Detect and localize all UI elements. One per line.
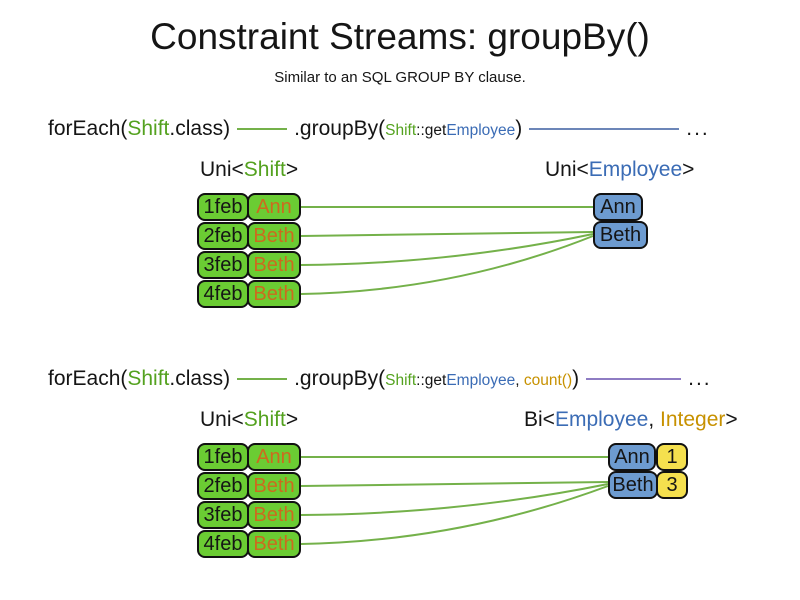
employee-group-box: Ann	[593, 193, 643, 221]
d2-line-row2-to-beth	[300, 481, 609, 487]
uni-employee-label: Uni<Employee>	[545, 158, 694, 182]
label-post: >	[285, 158, 299, 181]
shift-date-cell: 2feb	[197, 222, 249, 250]
shift-date-cell: 2feb	[197, 472, 249, 500]
label-post: >	[285, 408, 299, 431]
shift-date-cell: 1feb	[197, 193, 249, 221]
key-type: Employee	[446, 372, 516, 389]
continuation-ellipsis: ...	[686, 117, 710, 140]
label-comma: ,	[648, 408, 660, 431]
label-pre: Uni<	[545, 158, 589, 181]
code-line-groupby-count: forEach(Shift.class) .groupBy(Shift::get…	[48, 367, 712, 391]
key-type: Employee	[446, 122, 516, 139]
label-type1: Employee	[554, 408, 649, 431]
shift-employee-cell: Beth	[247, 472, 301, 500]
shift-employee-cell: Beth	[247, 530, 301, 558]
employee-group-box: Ann	[608, 443, 656, 471]
label-post: >	[725, 408, 738, 431]
shift-employee-cell: Beth	[247, 280, 301, 308]
d1-line-row2-to-beth	[300, 231, 594, 237]
count-collector: count()	[523, 372, 573, 389]
shift-class-arg: Shift	[127, 117, 170, 140]
key-class: Shift	[385, 372, 417, 389]
shift-date-cell: 4feb	[197, 530, 249, 558]
label-type: Shift	[243, 158, 286, 181]
foreach-call: forEach(	[48, 367, 128, 390]
d2-line-row3-to-beth	[300, 483, 609, 516]
class-suffix: .class)	[169, 367, 231, 390]
label-pre: Uni<	[200, 158, 244, 181]
stream-connector-green	[237, 128, 288, 130]
stream-connector-blue	[529, 128, 680, 130]
shift-date-cell: 3feb	[197, 501, 249, 529]
shift-employee-cell: Ann	[247, 193, 301, 221]
label-post: >	[682, 158, 695, 181]
shift-date-cell: 1feb	[197, 443, 249, 471]
groupby-close: )	[515, 117, 523, 140]
d1-line-row4-to-beth	[300, 235, 594, 295]
continuation-ellipsis: ...	[688, 367, 712, 390]
arg-comma: ,	[515, 372, 524, 389]
code-line-groupby: forEach(Shift.class) .groupBy(Shift::get…	[48, 117, 710, 141]
stream-connector-purple	[586, 378, 682, 380]
uni-shift-label: Uni<Shift>	[200, 408, 298, 432]
shift-employee-cell: Beth	[247, 222, 301, 250]
label-type2: Integer	[660, 408, 726, 431]
key-method: ::get	[416, 372, 447, 389]
slide-title: Constraint Streams: groupBy()	[150, 16, 650, 57]
groupby-call: .groupBy(	[294, 117, 386, 140]
stream-connector-green	[237, 378, 288, 380]
shift-employee-cell: Beth	[247, 251, 301, 279]
shift-employee-cell: Ann	[247, 443, 301, 471]
count-box: 3	[656, 471, 688, 499]
class-suffix: .class)	[169, 117, 231, 140]
shift-class-arg: Shift	[127, 367, 170, 390]
count-box: 1	[656, 443, 688, 471]
label-pre: Uni<	[200, 408, 244, 431]
shift-employee-cell: Beth	[247, 501, 301, 529]
uni-shift-label: Uni<Shift>	[200, 158, 298, 182]
shift-date-cell: 4feb	[197, 280, 249, 308]
label-type: Employee	[588, 158, 683, 181]
key-method: ::get	[416, 122, 447, 139]
groupby-call: .groupBy(	[294, 367, 386, 390]
key-class: Shift	[385, 122, 417, 139]
shift-date-cell: 3feb	[197, 251, 249, 279]
groupby-close: )	[572, 367, 580, 390]
bi-employee-integer-label: Bi<Employee, Integer>	[524, 408, 738, 432]
d1-line-row3-to-beth	[300, 233, 594, 266]
label-pre: Bi<	[524, 408, 555, 431]
d2-line-row4-to-beth	[300, 485, 609, 545]
foreach-call: forEach(	[48, 117, 128, 140]
employee-group-box: Beth	[593, 221, 648, 249]
slide-subtitle: Similar to an SQL GROUP BY clause.	[274, 69, 526, 86]
label-type: Shift	[243, 408, 286, 431]
employee-group-box: Beth	[608, 471, 658, 499]
